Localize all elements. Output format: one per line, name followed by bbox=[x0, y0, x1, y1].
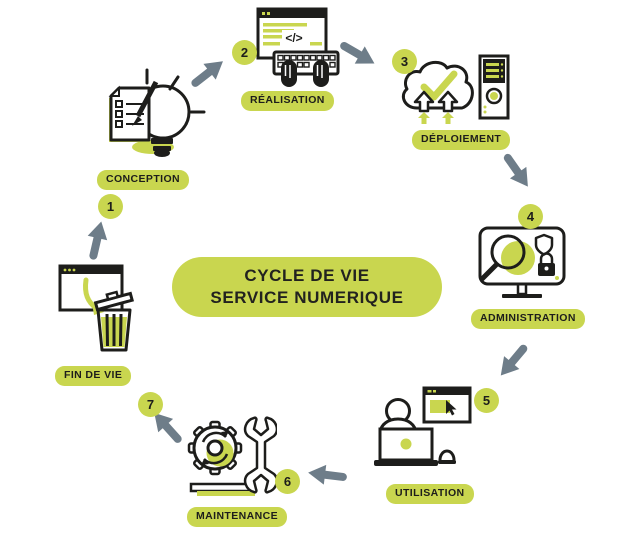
stage-number-2: 2 bbox=[232, 40, 257, 65]
code-symbol: </> bbox=[285, 31, 302, 45]
stage-label-maintenance: MAINTENANCE bbox=[187, 507, 287, 527]
stage-label-findevie: FIN DE VIE bbox=[55, 366, 132, 386]
stage-label-realisation: RÉALISATION bbox=[241, 91, 334, 111]
stage-label-administration: ADMINISTRATION bbox=[471, 309, 585, 329]
conception-to-realisation-arrow bbox=[191, 61, 223, 87]
diagram-title: CYCLE DE VIE SERVICE NUMERIQUE bbox=[172, 257, 442, 317]
stage-label-utilisation: UTILISATION bbox=[386, 484, 474, 504]
utilisation-to-maintenance-arrow bbox=[308, 464, 347, 485]
stage-label-deploiement: DÉPLOIEMENT bbox=[412, 130, 511, 150]
gear-wrench-icon bbox=[187, 416, 277, 496]
maintenance-to-findevie-arrow bbox=[154, 412, 182, 443]
user-laptop-browser-cursor-icon bbox=[374, 386, 472, 466]
cloud-check-upload-server-icon bbox=[401, 54, 510, 124]
diagram-title-line2: SERVICE NUMERIQUE bbox=[210, 288, 404, 307]
window-to-trash-icon bbox=[58, 264, 135, 352]
monitor-magnifier-shield-lock-icon bbox=[478, 226, 566, 298]
administration-to-utilisation-arrow bbox=[500, 344, 528, 376]
realisation-to-deploiement-arrow bbox=[340, 42, 375, 64]
deploiement-to-administration-arrow bbox=[503, 153, 528, 187]
code-window-keyboard-hands-icon: </> bbox=[256, 7, 340, 87]
findevie-to-conception-arrow bbox=[87, 221, 108, 260]
stage-number-6: 6 bbox=[275, 469, 300, 494]
stage-number-4: 4 bbox=[518, 204, 543, 229]
diagram-title-line1: CYCLE DE VIE bbox=[244, 265, 370, 285]
stage-label-conception: CONCEPTION bbox=[97, 170, 190, 190]
stage-number-7: 7 bbox=[138, 392, 163, 417]
stage-number-1: 1 bbox=[98, 194, 123, 219]
stage-number-5: 5 bbox=[474, 388, 499, 413]
lightbulb-checklist-icon bbox=[108, 68, 206, 157]
stage-number-3: 3 bbox=[392, 49, 417, 74]
